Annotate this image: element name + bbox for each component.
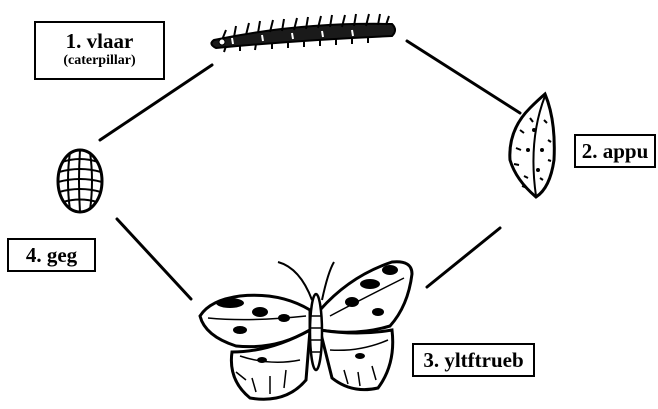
caterpillar-icon [211, 14, 395, 52]
butterfly-stage-name: 3. yltftrueb [414, 348, 533, 372]
pupa-stage-label: 2. appu [574, 134, 656, 168]
caterpillar-stage-name: 1. vlaar [36, 29, 163, 53]
connector-caterpillar-to-pupa [407, 41, 520, 113]
egg-stage-label: 4. geg [7, 238, 96, 272]
connector-pupa-to-butterfly [427, 228, 500, 287]
caterpillar-stage-sublabel: (caterpillar) [36, 53, 163, 69]
pupa-stage-name: 2. appu [576, 139, 654, 163]
egg-stage-name: 4. geg [9, 243, 94, 267]
egg-icon [58, 150, 102, 212]
caterpillar-stage-label: 1. vlaar (caterpillar) [34, 21, 165, 80]
butterfly-icon [200, 262, 412, 399]
connector-butterfly-to-egg [117, 219, 191, 299]
butterfly-stage-label: 3. yltftrueb [412, 343, 535, 377]
